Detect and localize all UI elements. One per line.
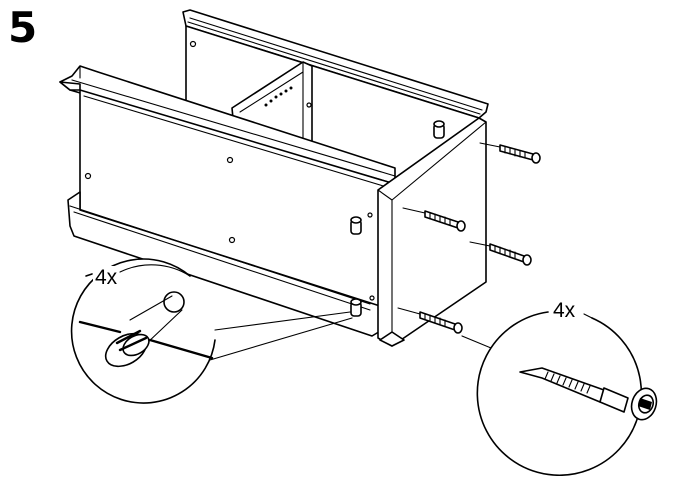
screw-bottom bbox=[397, 307, 463, 334]
screw-detail-circle bbox=[476, 311, 658, 477]
rear-side-panel bbox=[182, 9, 489, 217]
screw-middle-left bbox=[402, 207, 466, 232]
cam-callout-leader bbox=[209, 311, 353, 361]
front-long-panel bbox=[59, 65, 396, 337]
cam-lock-quantity-label: 4x bbox=[93, 266, 120, 290]
step-number: 5 bbox=[8, 3, 38, 52]
cam-lock-fitting bbox=[104, 295, 183, 368]
cam-dowel bbox=[433, 120, 445, 139]
cam-dowel bbox=[350, 212, 373, 235]
screw-middle-right bbox=[469, 241, 532, 266]
cam-lock-detail-circle bbox=[70, 258, 216, 404]
screw-top-right bbox=[479, 142, 541, 164]
cam-dowel bbox=[350, 295, 375, 317]
right-end-panel bbox=[377, 117, 487, 347]
screw-fitting bbox=[519, 367, 658, 421]
rear-panel-hole bbox=[189, 40, 197, 48]
panel-hole bbox=[228, 236, 236, 244]
panel-hole bbox=[84, 172, 92, 180]
panel-hole bbox=[226, 156, 234, 164]
screw-quantity-label: 4x bbox=[551, 299, 578, 323]
